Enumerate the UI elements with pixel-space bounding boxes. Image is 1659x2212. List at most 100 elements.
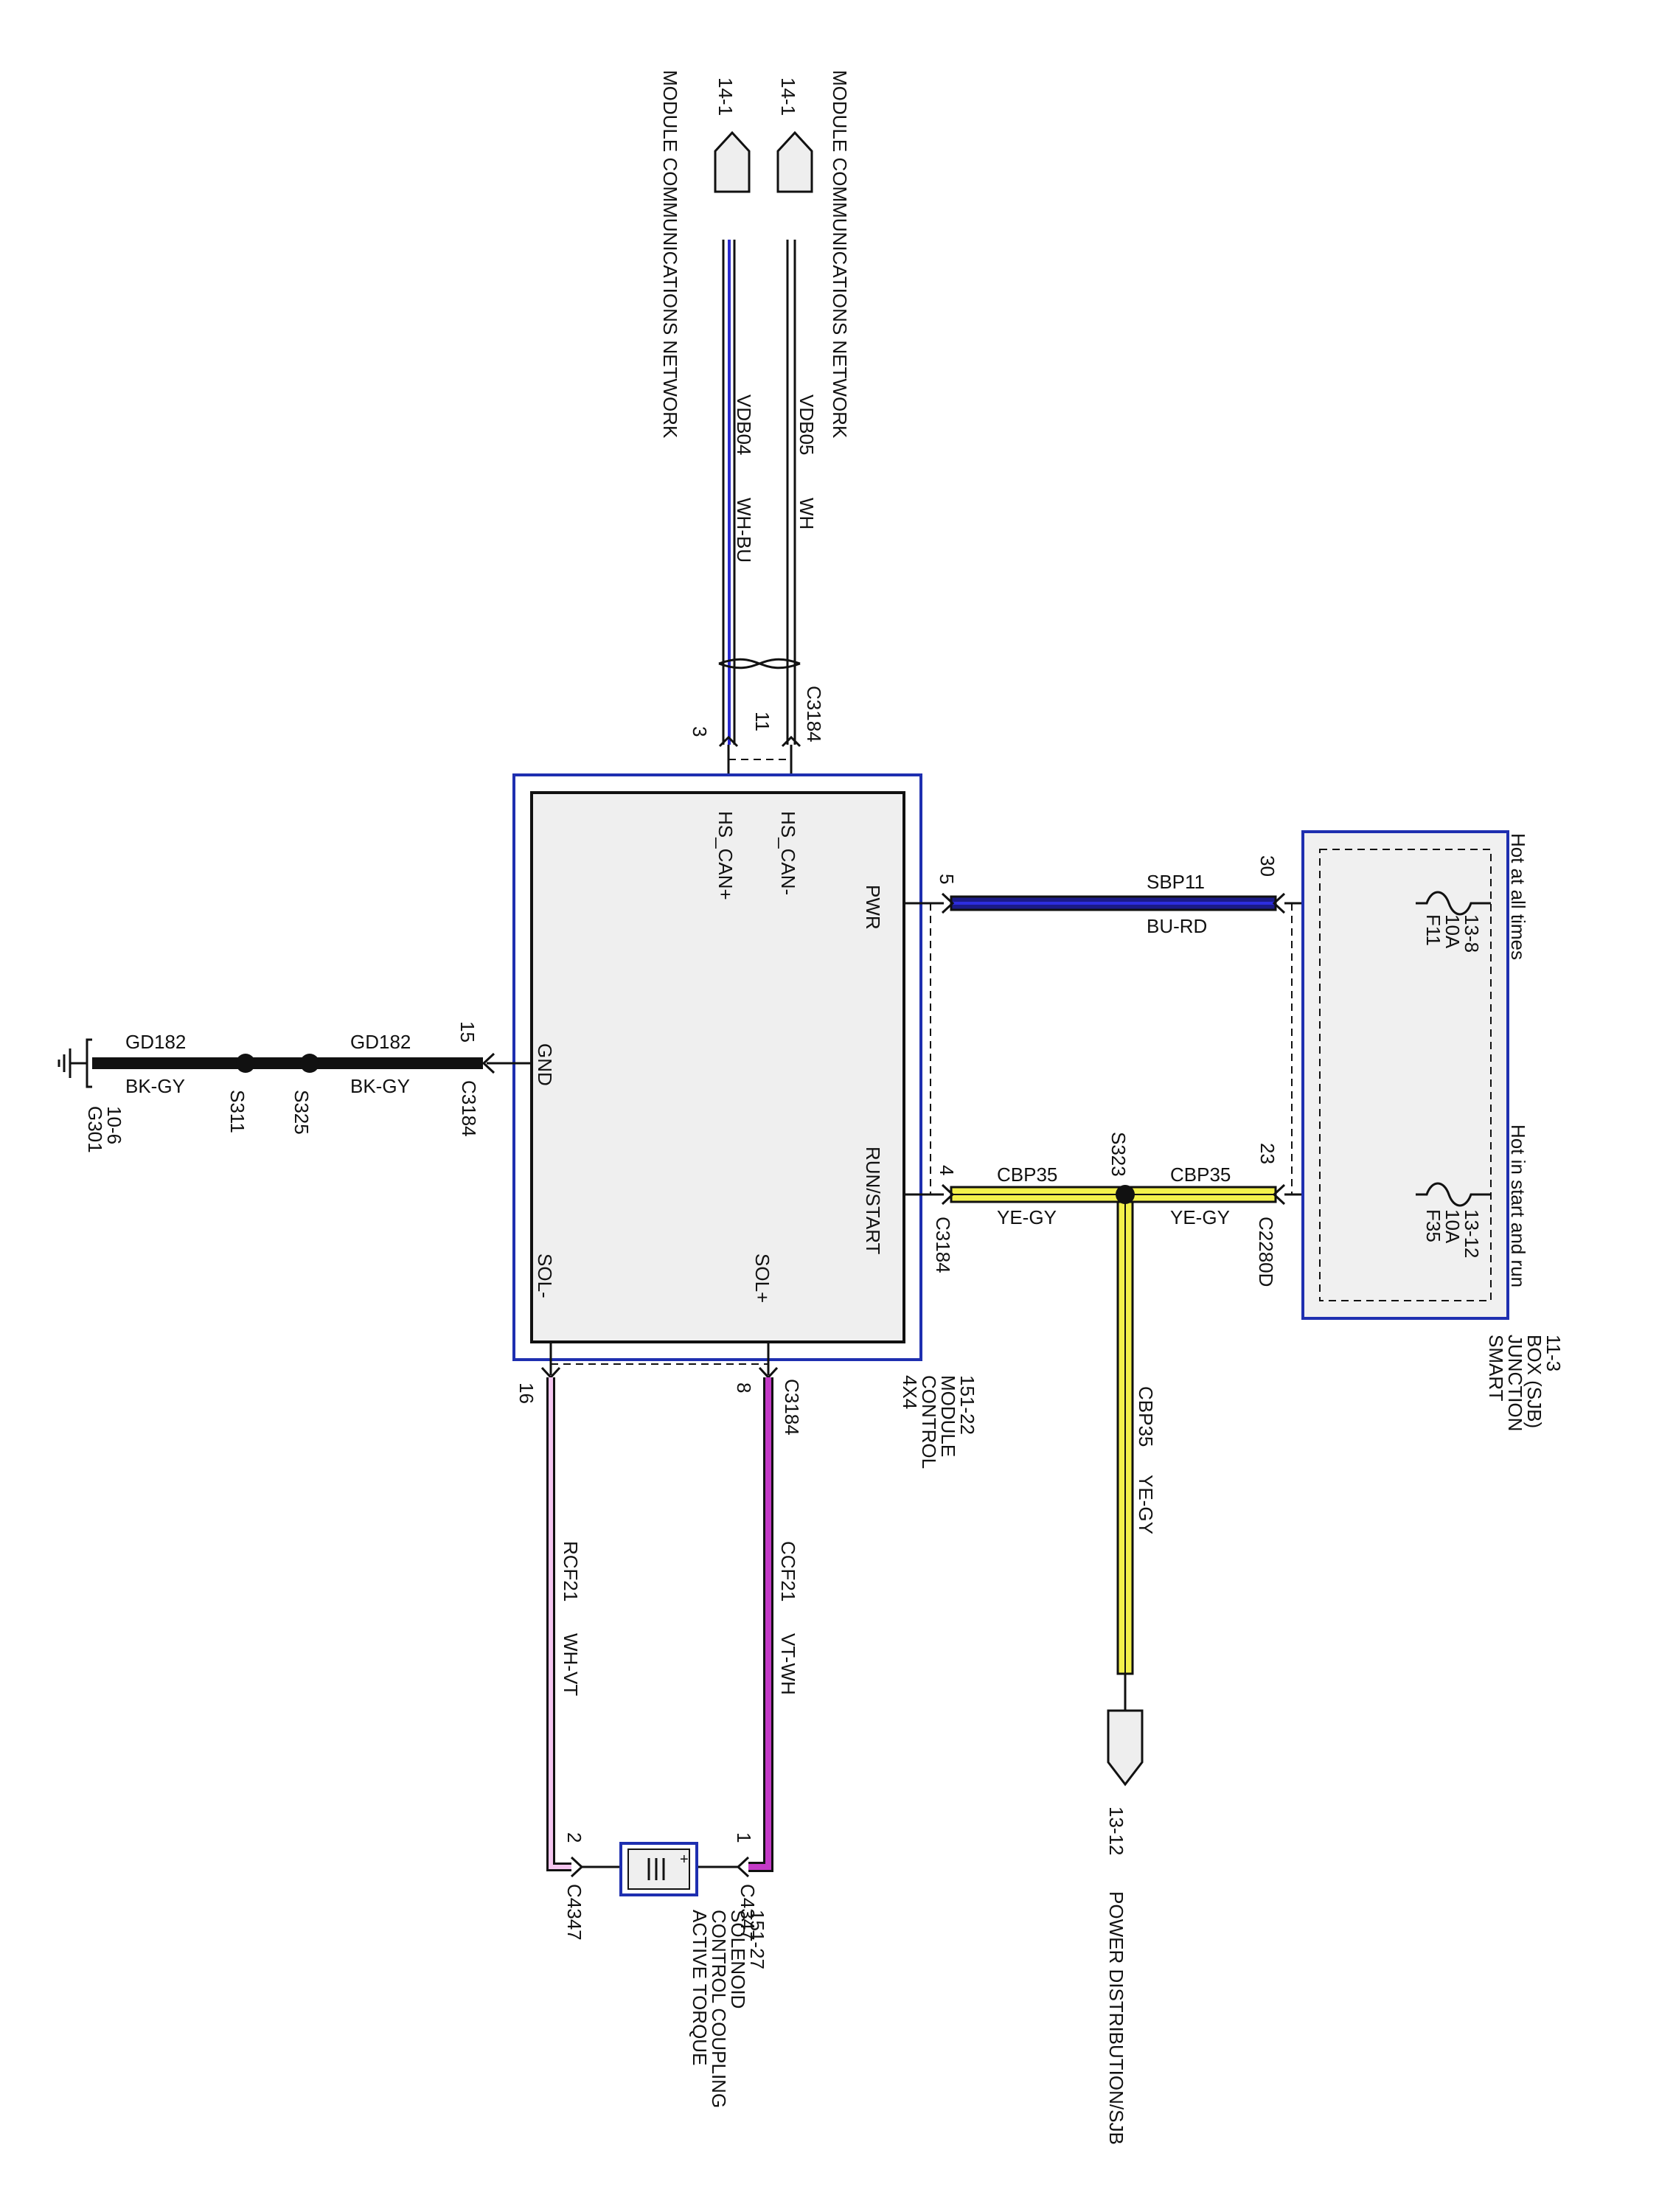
pin-3-label: 3	[689, 726, 711, 737]
wire-sbp11[interactable]	[950, 895, 1277, 911]
solenoid-name-text-line: CONTROL COUPLING	[708, 1910, 730, 2108]
pin-arrow-30	[1272, 892, 1286, 914]
solenoid-plus-sign: +	[680, 1851, 689, 1868]
ground-g301-text-line: G301	[84, 1106, 106, 1153]
sjb-pin-23-label: 23	[1256, 1143, 1279, 1164]
run-pin-label: 4	[936, 1165, 958, 1175]
module-name-text-line: MODULE	[937, 1375, 959, 1457]
wire-vdb05-circuit: VDB05	[796, 394, 818, 455]
wire-gd182-a[interactable]	[317, 1057, 483, 1069]
fuse-f35-symbol[interactable]	[1416, 1182, 1491, 1207]
solenoid-name-text-line: 151-27	[746, 1910, 768, 1969]
ground-g301-symbol[interactable]	[58, 1038, 92, 1088]
wire-vdb04-color: WH-BU	[733, 498, 755, 563]
pin-hs-can-plus: HS_CAN+	[714, 811, 737, 900]
pwr-pin-label: 5	[936, 874, 958, 884]
fuse-f11-label: F1110A13-8	[1422, 914, 1483, 953]
pwr-circuit-label: SBP11	[1147, 871, 1205, 893]
wire-cbp35-a[interactable]	[950, 1186, 1122, 1203]
sol-pin-1-label: 1	[733, 1832, 755, 1843]
gnd-circuit-b-label: GD182	[125, 1031, 186, 1053]
run-circuit-b-label: CBP35	[1170, 1164, 1231, 1186]
pin-arrow-4	[941, 1183, 955, 1206]
active-torque-solenoid[interactable]: +	[619, 1842, 698, 1896]
comm-connector-inner[interactable]	[714, 131, 751, 193]
splice-s323[interactable]	[1116, 1185, 1135, 1204]
solenoid-name-text-line: ACTIVE TORQUE	[689, 1910, 711, 2065]
sjb-name-text-line: BOX (SJB)	[1523, 1335, 1545, 1428]
module-name-text: 4X4CONTROLMODULE151-22	[899, 1375, 978, 1469]
feed-destination-label: POWER DISTRIBUTION/SJB	[1105, 1891, 1127, 2145]
wire-cbp35-b[interactable]	[1127, 1186, 1277, 1203]
wire-vdb04-circuit: VDB04	[733, 394, 755, 455]
pin-arrow-15	[481, 1052, 495, 1074]
sjb-name-text-line: 11-3	[1543, 1335, 1565, 1371]
splice-s311[interactable]	[236, 1054, 255, 1073]
module-name-text-line: 151-22	[956, 1375, 978, 1435]
pin-run-start: RUN/START	[862, 1147, 884, 1254]
sol-pin-2-label: 2	[563, 1832, 585, 1843]
fuse-f11-text-line: F11	[1422, 914, 1444, 946]
splice-s311-label: S311	[226, 1090, 248, 1133]
comm-ref-outer: 14-1	[777, 77, 799, 116]
sjb-name-text: SMARTJUNCTIONBOX (SJB)11-3	[1485, 1335, 1565, 1431]
comm-label-inner: MODULE COMMUNICATIONS NETWORK	[659, 70, 681, 439]
fuse-f35-text-line: F35	[1422, 1209, 1444, 1242]
fuse-f11-text-line: 13-8	[1461, 914, 1483, 953]
run-circuit-a-label: CBP35	[997, 1164, 1057, 1186]
sol-plus-pin-label: 8	[733, 1382, 755, 1393]
wire-ccf21[interactable]	[748, 1377, 773, 1872]
gnd-color-a-label: BK-GY	[350, 1075, 410, 1097]
wire-vdb05-color: WH	[796, 498, 818, 529]
pin-arrow-5	[941, 892, 955, 914]
module-name-text-line: 4X4	[899, 1375, 921, 1409]
ccf21-color-label: VT-WH	[777, 1633, 799, 1695]
comm-connector-outer[interactable]	[776, 131, 813, 193]
smart-junction-box[interactable]: Hot at all times Hot in start and run	[1301, 830, 1529, 1320]
wire-vdb04[interactable]	[722, 240, 736, 745]
wire-cbp35-feed[interactable]	[1116, 1200, 1134, 1675]
pin-arrow-1	[736, 1856, 750, 1878]
fuse-f35-label: F3510A13-12	[1422, 1209, 1483, 1259]
feed-circuit-label: CBP35	[1135, 1386, 1157, 1447]
power-distribution-connector[interactable]	[1107, 1709, 1144, 1787]
sjb-inner-dashed	[1319, 849, 1492, 1301]
power-feed-group: 5 SBP11 BU-RD 30 4 C3184 CBP35 YE-GY S32…	[904, 855, 1416, 2145]
gnd-color-b-label: BK-GY	[125, 1075, 185, 1097]
wire-gd182-b[interactable]	[92, 1057, 317, 1069]
wire-vdb05[interactable]	[786, 240, 796, 745]
twisted-pair-symbol	[718, 658, 801, 669]
c4347-a-label: C4347	[737, 1884, 759, 1941]
comm-label-outer: MODULE COMMUNICATIONS NETWORK	[829, 70, 851, 439]
ground-g301-text-line: 10-6	[103, 1106, 125, 1144]
splice-s325[interactable]	[300, 1054, 319, 1073]
splice-s325-label: S325	[291, 1090, 313, 1135]
module-inner-body	[530, 791, 905, 1343]
hot-run-label: Hot in start and run	[1507, 1124, 1529, 1287]
run-color-b-label: YE-GY	[1170, 1206, 1230, 1228]
pwr-color-label: BU-RD	[1147, 915, 1207, 937]
module-name-label: 4X4CONTROLMODULE151-22	[899, 1375, 978, 1469]
gnd-circuit-a-label: GD182	[350, 1031, 411, 1053]
wire-rcf21[interactable]	[546, 1377, 571, 1871]
pin-gnd: GND	[534, 1043, 556, 1086]
run-color-a-label: YE-GY	[997, 1206, 1057, 1228]
comm-ref-inner: 14-1	[714, 77, 737, 116]
solenoid-group: + 8 C3184 16 CCF21 VT-WH RCF21 WH-VT 1 2…	[515, 1342, 803, 1941]
feed-ref-label: 13-12	[1105, 1806, 1127, 1856]
module-name-text-line: CONTROL	[918, 1375, 940, 1469]
solenoid-name-text: ACTIVE TORQUECONTROL COUPLINGSOLENOID151…	[689, 1910, 768, 2108]
sjb-outer-border	[1301, 830, 1509, 1320]
rcf21-circuit-label: RCF21	[560, 1541, 582, 1601]
sjb-pin-30-label: 30	[1256, 855, 1279, 877]
pin-arrow-11	[781, 735, 801, 748]
pin-arrow-2	[570, 1856, 584, 1878]
fuse-f11-symbol[interactable]	[1416, 891, 1491, 916]
sol-minus-pin-label: 16	[515, 1382, 538, 1404]
fuse-f35-text-line: 13-12	[1461, 1209, 1483, 1259]
fuse-f11-text-line: 10A	[1441, 914, 1464, 949]
sjb-name-text-line: SMART	[1485, 1335, 1507, 1402]
ground-g301-label: G30110-6	[84, 1106, 125, 1153]
pin-arrow-23	[1272, 1183, 1286, 1206]
4x4-control-module[interactable]: HS_CAN- HS_CAN+ PWR GND RUN/START SOL+ S…	[512, 773, 922, 1361]
